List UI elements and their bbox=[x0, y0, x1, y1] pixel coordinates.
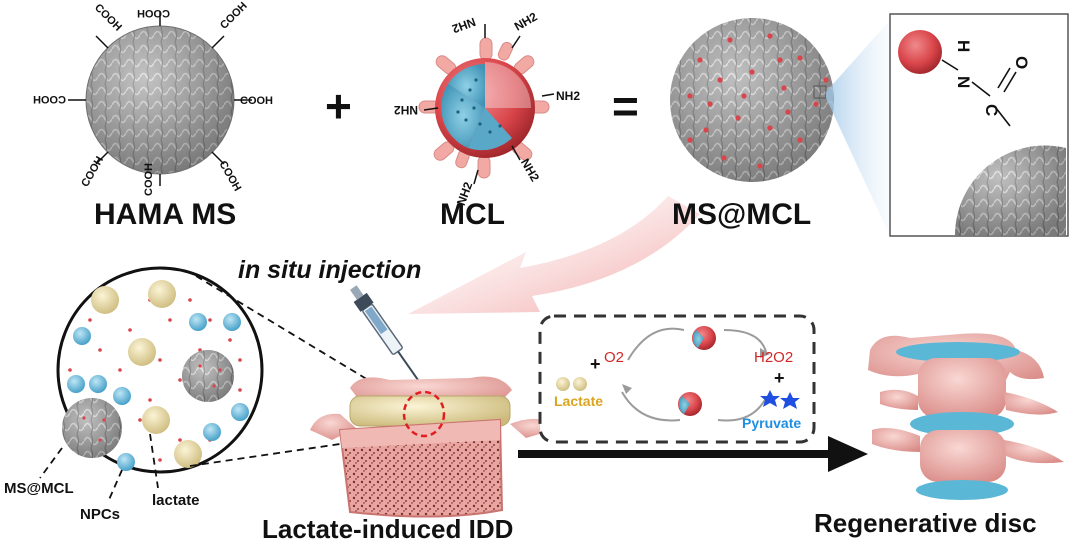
regenerative-title: Regenerative disc bbox=[814, 508, 1037, 538]
hama-group-label: COOH bbox=[92, 2, 124, 34]
lactate-reaction-label: Lactate bbox=[554, 393, 603, 409]
lactate-idd-vertebra bbox=[310, 376, 560, 518]
bond-o-label: O bbox=[1012, 56, 1031, 69]
ms-mcl-title: MS@MCL bbox=[672, 198, 812, 231]
hama-group-label: COOH bbox=[216, 159, 243, 194]
hama-group-label: COOH bbox=[79, 154, 106, 189]
o2-label: O2 bbox=[604, 349, 624, 366]
hama-ms-sphere bbox=[68, 12, 252, 186]
tissue-zoom-circle bbox=[56, 266, 264, 474]
pyruvate-reaction-label: Pyruvate bbox=[742, 415, 801, 431]
reaction-box bbox=[538, 314, 816, 444]
mcl-group-label: NH2 bbox=[512, 9, 540, 33]
hama-group-label: COOH bbox=[218, 0, 250, 32]
hama-group-label: COOH bbox=[137, 7, 170, 19]
reaction-plus-right: + bbox=[774, 368, 785, 388]
bond-c-label: C bbox=[982, 104, 1001, 116]
plus-operator: + bbox=[325, 80, 352, 132]
hama-group-label: COOH bbox=[143, 163, 155, 196]
ms-mcl-sphere bbox=[670, 18, 834, 182]
mcl-group-label: NH2 bbox=[450, 15, 478, 36]
mcl-particle bbox=[418, 24, 555, 185]
mcl-group-label: NH2 bbox=[394, 103, 418, 117]
progression-arrow bbox=[518, 436, 868, 472]
bond-n-label: N bbox=[954, 76, 973, 88]
reaction-plus-left: + bbox=[590, 354, 601, 374]
injection-arrow bbox=[408, 196, 700, 314]
legend-ms-mcl: MS@MCL bbox=[4, 480, 74, 497]
zoom-inset bbox=[889, 13, 1069, 237]
mcl-group-label: NH2 bbox=[556, 89, 580, 103]
zoom-beam bbox=[826, 20, 890, 236]
hama-ms-title: HAMA MS bbox=[94, 198, 237, 231]
legend-lactate: lactate bbox=[152, 492, 200, 509]
syringe-icon bbox=[350, 285, 426, 390]
hama-group-label: COOH bbox=[240, 95, 273, 107]
h2o2-label: H2O2 bbox=[754, 349, 793, 366]
bond-h-label: H bbox=[954, 40, 973, 52]
regenerative-spine bbox=[868, 333, 1064, 500]
mcl-group-label: NH2 bbox=[518, 156, 542, 184]
injection-label: in situ injection bbox=[238, 256, 422, 284]
hama-group-label: COOH bbox=[33, 93, 66, 105]
legend-npcs: NPCs bbox=[80, 506, 121, 523]
idd-title: Lactate-induced IDD bbox=[262, 514, 514, 544]
mcl-title: MCL bbox=[440, 198, 505, 231]
equals-operator: = bbox=[612, 80, 639, 132]
